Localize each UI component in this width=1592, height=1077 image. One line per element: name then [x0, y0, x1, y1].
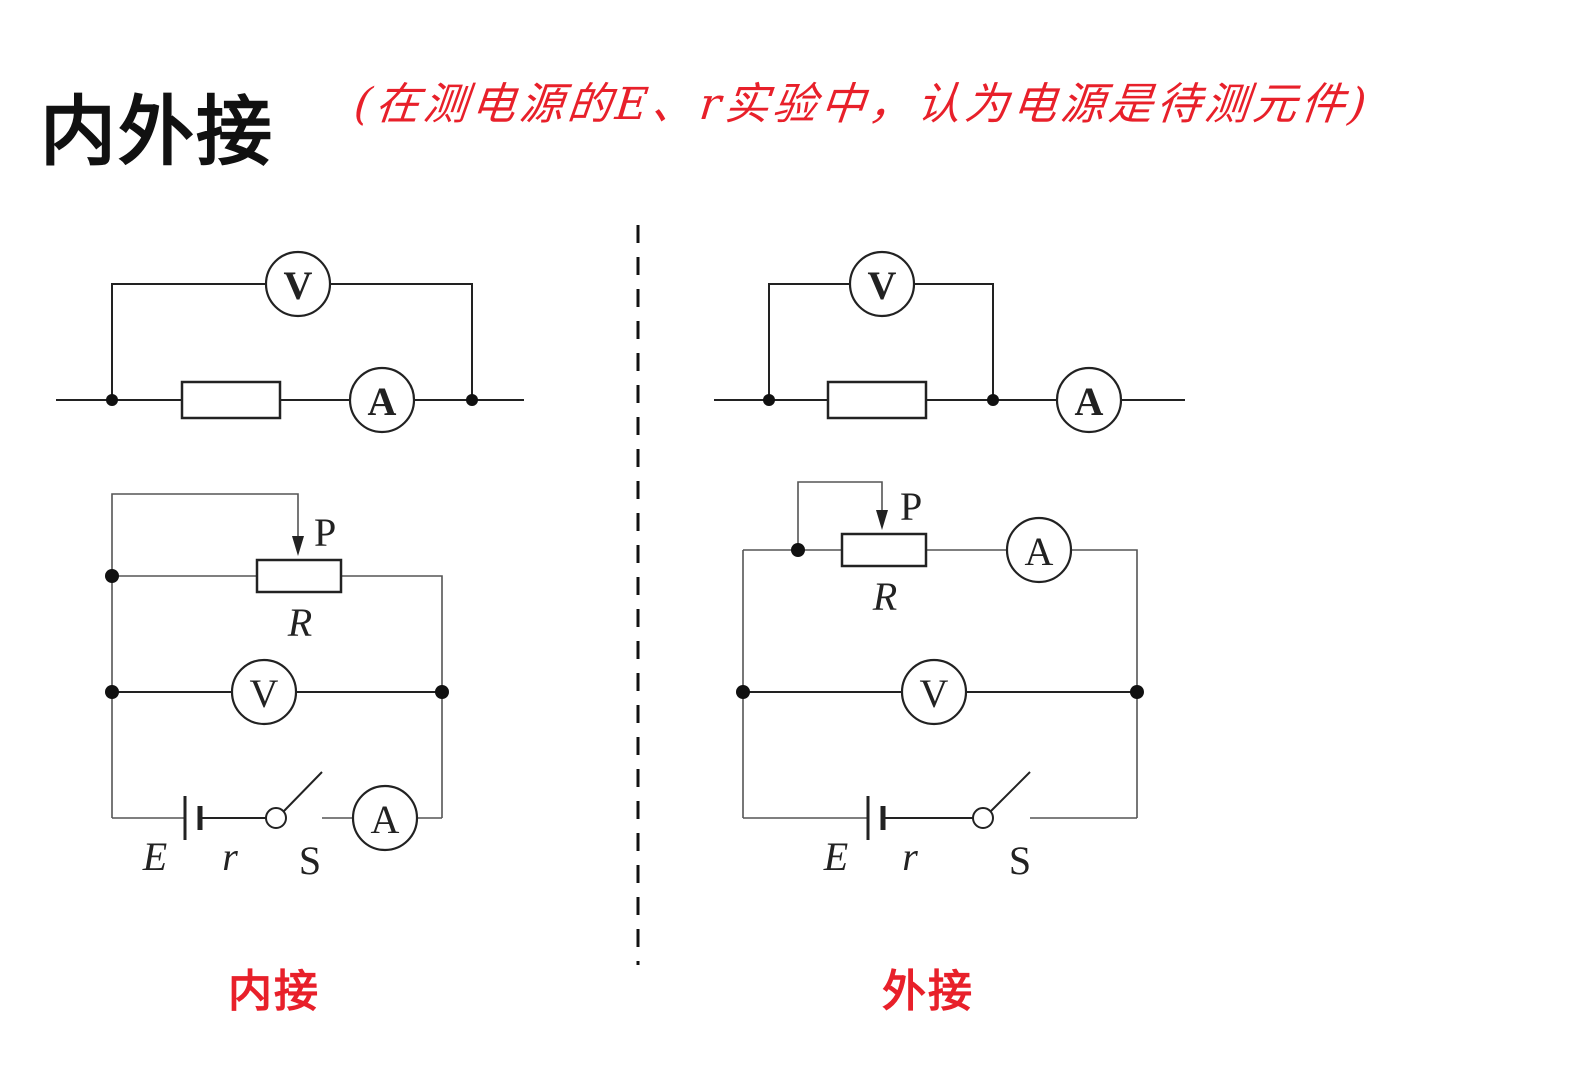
voltmeter-label: V — [920, 671, 949, 716]
right-bottom-circuit: V A P R E r S — [736, 481, 1144, 883]
slider-arrow — [876, 510, 888, 530]
resistor — [180, 380, 282, 420]
ammeter-label: A — [1025, 529, 1054, 574]
junction-dot — [987, 394, 999, 406]
left-top-circuit: V A — [56, 250, 524, 434]
resistor — [826, 380, 928, 420]
right-top-circuit: V A — [714, 250, 1185, 434]
caption-inner-connection: 内接 — [228, 966, 320, 1017]
voltmeter: V — [848, 250, 916, 318]
junction-dot — [105, 685, 119, 699]
caption-outer-connection: 外接 — [882, 966, 974, 1017]
rheostat-label: R — [872, 574, 897, 619]
rheostat-label: R — [287, 600, 312, 645]
switch-pivot — [265, 807, 287, 829]
voltmeter-label: V — [250, 671, 279, 716]
internal-resistance-label: r — [902, 834, 918, 879]
internal-resistance-label: r — [222, 834, 238, 879]
ammeter-label: A — [371, 797, 400, 842]
junction-dot — [791, 543, 805, 557]
junction-dot — [435, 685, 449, 699]
voltmeter-label: V — [284, 263, 313, 308]
switch-blade — [283, 771, 323, 812]
slider-arrow — [292, 536, 304, 556]
rheostat — [255, 558, 343, 594]
switch-blade — [990, 771, 1031, 812]
voltmeter-label: V — [868, 263, 897, 308]
switch-pivot — [972, 807, 994, 829]
junction-dot — [1130, 685, 1144, 699]
voltmeter: V — [264, 250, 332, 318]
rheostat — [840, 532, 928, 568]
ammeter: A — [351, 784, 419, 852]
switch-label: S — [1009, 838, 1031, 883]
voltmeter: V — [230, 658, 298, 726]
slider-label: P — [314, 510, 336, 555]
junction-dot — [105, 569, 119, 583]
ammeter: A — [1005, 516, 1073, 584]
junction-dot — [466, 394, 478, 406]
junction-dot — [736, 685, 750, 699]
ammeter: A — [1055, 366, 1123, 434]
emf-label: E — [142, 834, 167, 879]
slider-label: P — [900, 484, 922, 529]
junction-dot — [763, 394, 775, 406]
ammeter-label: A — [368, 379, 397, 424]
emf-label: E — [823, 834, 848, 879]
left-bottom-circuit: V A P R E r S — [105, 493, 449, 883]
ammeter: A — [348, 366, 416, 434]
page-title: 内外接 — [40, 87, 274, 176]
switch-label: S — [299, 838, 321, 883]
ammeter-label: A — [1075, 379, 1104, 424]
junction-dot — [106, 394, 118, 406]
voltmeter: V — [900, 658, 968, 726]
